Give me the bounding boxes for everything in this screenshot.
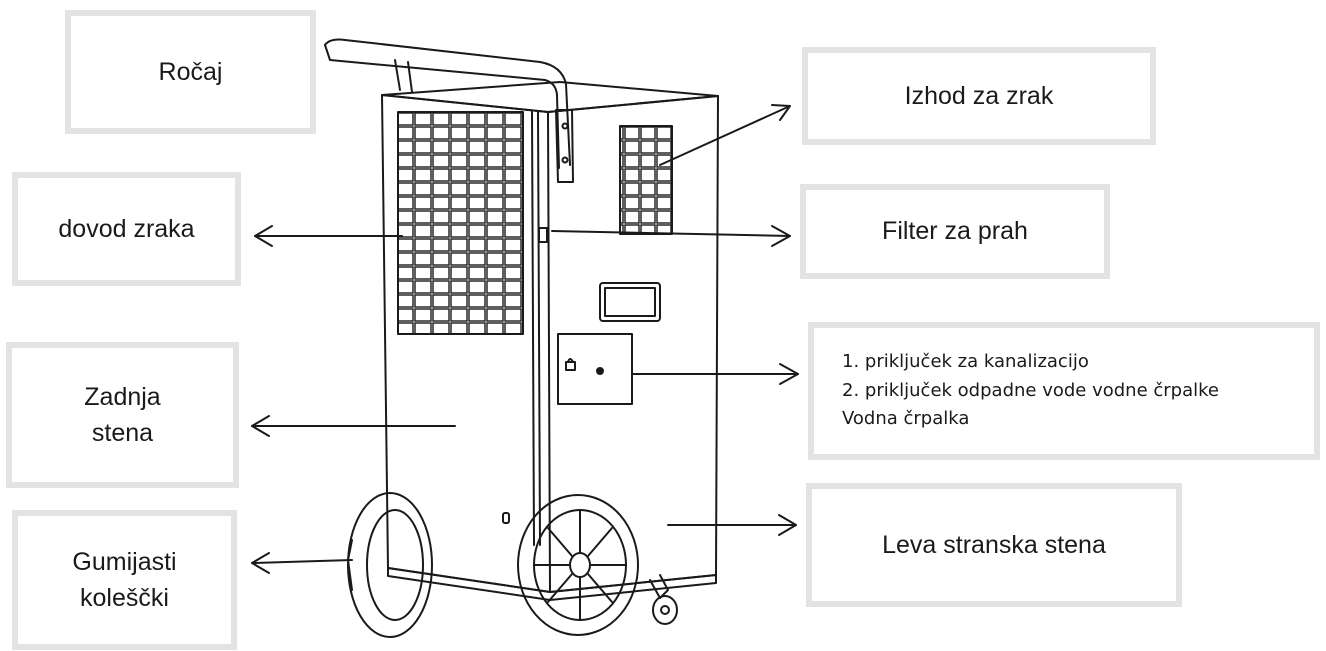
arrow-dust-filter <box>551 230 791 237</box>
label-dust-filter: Filter za prah <box>800 184 1110 279</box>
label-connections-line-1: 1. priključek za kanalizacijo <box>842 350 1089 372</box>
label-dust-filter-text: Filter za prah <box>882 217 1028 246</box>
caster <box>649 574 669 599</box>
label-air-outlet-text: Izhod za zrak <box>904 81 1054 110</box>
label-air-inlet: dovod zraka <box>12 172 241 286</box>
label-handle: Ročaj <box>65 10 316 134</box>
air-outlet-grille <box>619 125 673 235</box>
label-rear-wall-line-2: stena <box>91 419 154 447</box>
air-inlet-grille <box>397 111 524 335</box>
label-air-outlet: Izhod za zrak <box>802 47 1156 145</box>
unit-top <box>381 81 719 113</box>
label-rear-wall-line-1: Zadnja <box>84 382 161 411</box>
wheel-right <box>517 494 639 636</box>
door-latch <box>538 227 548 243</box>
arrow-rubber-wheels <box>251 559 353 564</box>
label-left-side-wall-text: Leva stranska stena <box>882 530 1106 559</box>
label-rubber-wheels: Gumijasti koleščki <box>12 510 237 650</box>
label-rubber-wheels-line-2: koleščki <box>80 584 169 612</box>
unit-base <box>387 567 717 601</box>
label-handle-text: Ročaj <box>158 57 223 86</box>
label-connections: 1. priključek za kanalizacijo 2. priklju… <box>808 322 1320 460</box>
connection-panel <box>557 333 633 405</box>
label-air-inlet-text: dovod zraka <box>58 214 195 243</box>
label-left-side-wall: Leva stranska stena <box>806 483 1182 607</box>
handle-bar <box>324 38 571 166</box>
label-rear-wall-lines: Zadnja stena <box>84 379 160 452</box>
label-rubber-wheels-lines: Gumijasti koleščki <box>72 544 176 617</box>
label-rubber-wheels-line-1: Gumijasti <box>72 547 177 576</box>
wheel-left <box>347 492 433 638</box>
label-connections-line-3: Vodna črpalka <box>842 408 970 430</box>
display-window <box>599 282 661 322</box>
arrow-air-outlet <box>659 105 791 166</box>
label-connections-line-2: 2. priključek odpadne vode vodne črpalke <box>842 379 1219 401</box>
label-rear-wall: Zadnja stena <box>6 342 239 488</box>
